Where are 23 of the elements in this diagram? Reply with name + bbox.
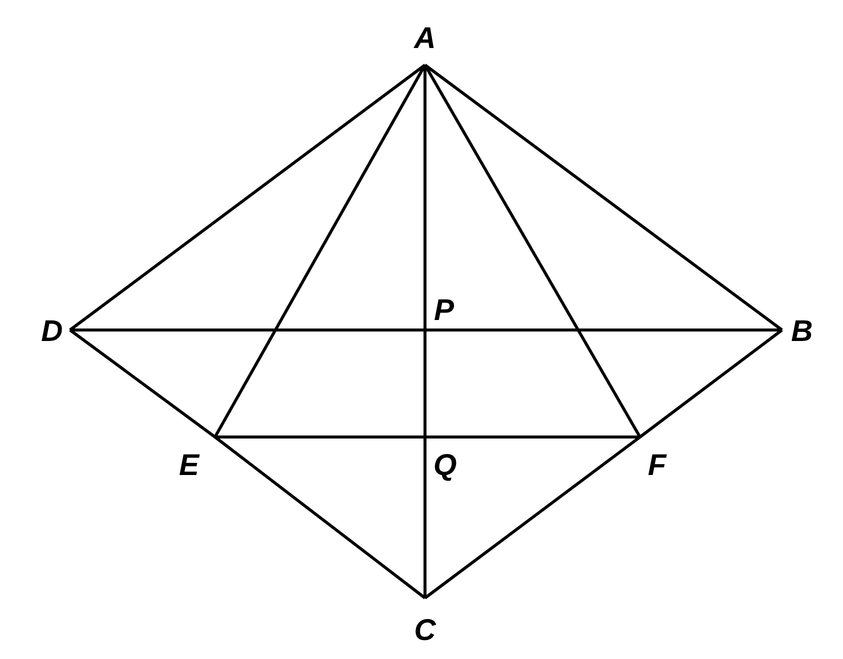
point-label: F <box>640 437 674 481</box>
point-label: E <box>163 437 215 481</box>
line-segment <box>69 64 426 332</box>
point-label: B <box>782 314 822 350</box>
line-segment <box>424 437 426 598</box>
point-label: C <box>408 598 442 646</box>
point-label: Q <box>425 437 465 481</box>
line-segment <box>424 65 426 330</box>
line-segment <box>214 64 426 438</box>
line-segment <box>214 436 426 600</box>
line-segment <box>424 330 426 437</box>
line-segment <box>425 328 782 332</box>
line-segment <box>424 436 641 600</box>
line-segment <box>424 64 783 332</box>
line-segment <box>425 436 640 438</box>
line-segment <box>70 328 425 332</box>
line-segment <box>424 64 642 438</box>
line-segment <box>639 328 783 438</box>
point-label: A <box>411 24 439 65</box>
line-segment <box>69 328 216 438</box>
point-label: D <box>34 314 70 350</box>
line-segment <box>215 436 425 438</box>
point-label: P <box>425 292 463 330</box>
